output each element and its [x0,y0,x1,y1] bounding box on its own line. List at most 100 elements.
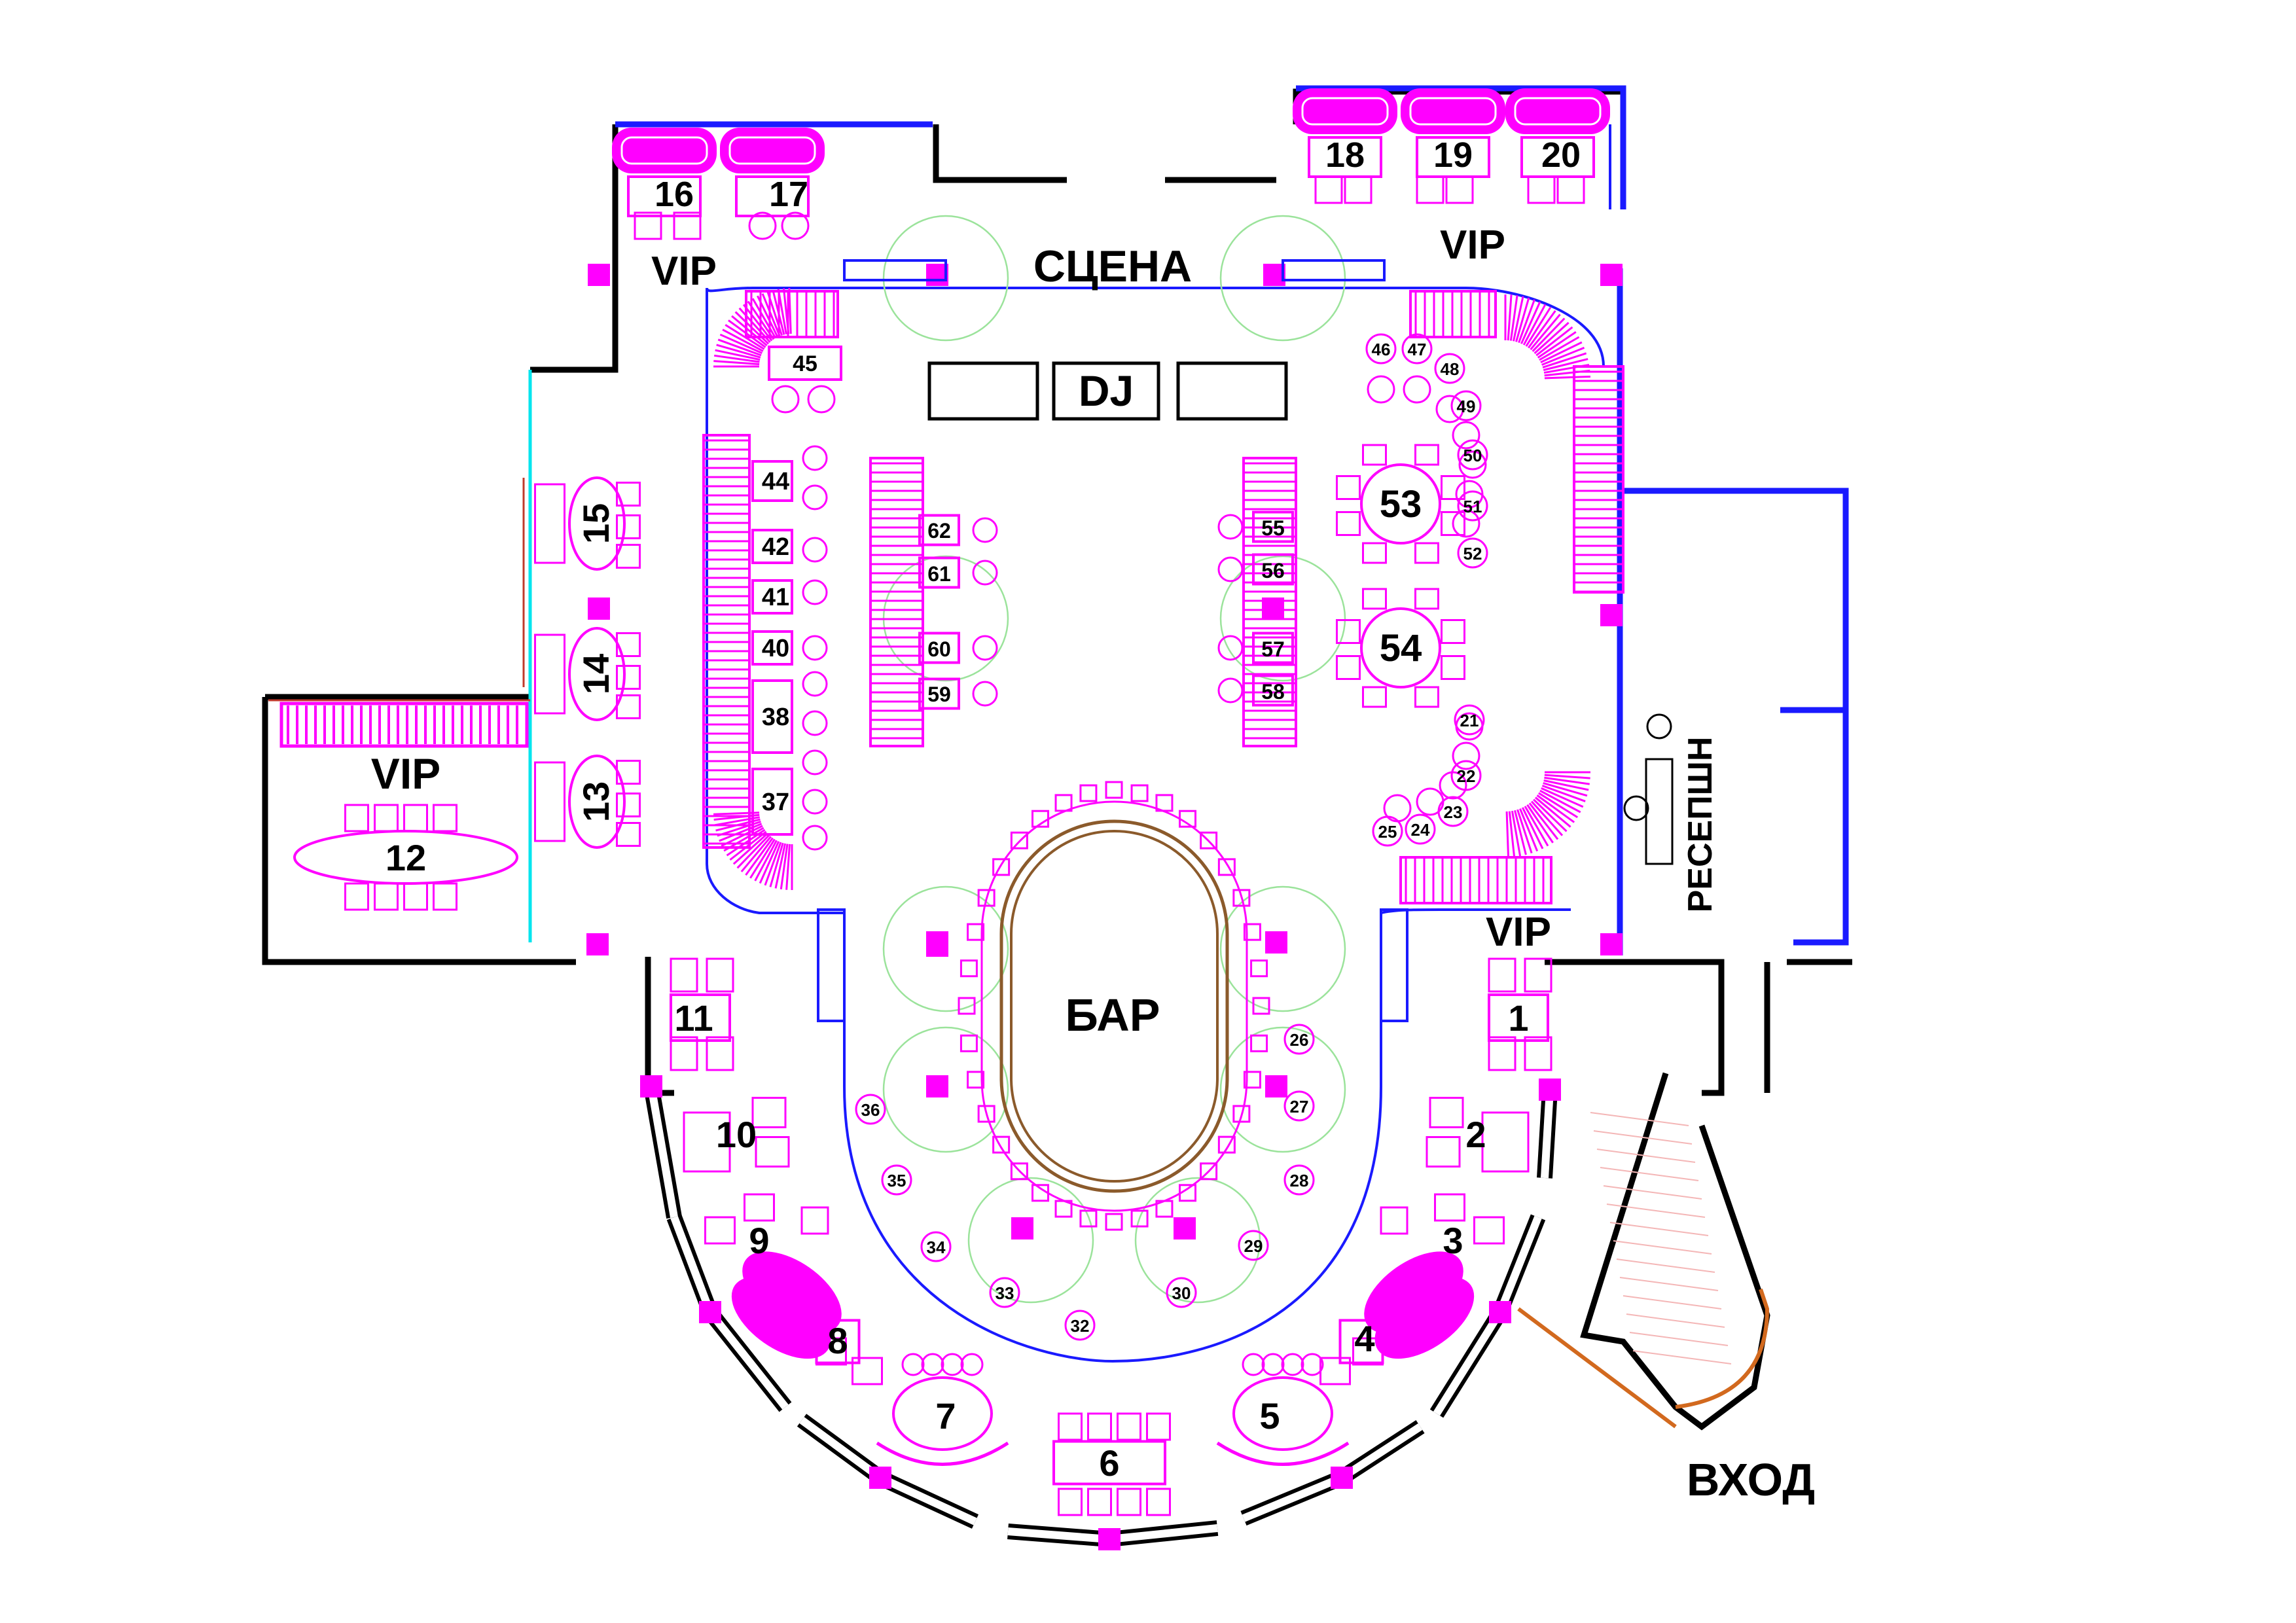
chair [1445,175,1474,204]
columns [586,264,1623,1550]
chair [1146,1412,1171,1441]
table-12-label: 12 [386,837,426,878]
arena-outline [706,287,1605,1363]
vip-label-top-right: VIP [1440,223,1505,268]
bar-stool-16 [967,1071,985,1089]
seat-34: 34 [920,1231,952,1262]
seat-36-label: 36 [861,1100,880,1120]
chair [1441,619,1465,644]
chair [1314,175,1343,204]
table-9-label: 9 [749,1220,769,1261]
seat-52: 52 [1457,537,1488,569]
bar-stool-11 [1054,1200,1073,1218]
table-19-label: 19 [1433,135,1473,175]
chair [403,804,428,832]
bar-stool-6 [1179,1184,1196,1202]
banquette-left [702,434,751,849]
chair [1441,511,1465,536]
column-6 [588,597,610,620]
chair [534,633,565,715]
seat-24-label: 24 [1411,820,1430,840]
table-6-shape [1052,1440,1166,1486]
chair [433,882,457,911]
stool [901,1353,925,1376]
stool [1300,1353,1324,1376]
column-3 [1600,264,1623,286]
stool [781,211,810,240]
table-left-4 [751,679,793,754]
chair [1524,1036,1552,1071]
chair [433,804,457,832]
column-10 [1539,1079,1561,1101]
vip-label-right: VIP [1486,910,1551,955]
bar-stool-0 [1252,997,1270,1015]
chair [1414,444,1439,466]
table-45-label: 45 [793,351,817,376]
chair [403,882,428,911]
column-0 [588,264,610,286]
chair [1481,1111,1530,1173]
column-22 [1600,933,1623,955]
chair [1058,1488,1083,1516]
banquette-bottom-right [1399,856,1552,904]
bar-stool-21 [977,889,996,907]
column-11 [926,931,948,954]
table-cr-2 [1252,632,1294,664]
table-5-label: 5 [1259,1395,1280,1436]
stool [802,749,828,776]
chair [534,761,565,842]
entrance-label: ВХОД [1687,1454,1815,1505]
chair [1336,475,1361,500]
chair [1380,1206,1408,1235]
bar-stool-14 [992,1135,1011,1154]
bar-stool-18 [958,997,976,1015]
seat-33: 33 [989,1277,1020,1308]
stool [748,211,777,240]
bar-stools [958,781,1270,1231]
table-55-label: 55 [1261,516,1285,540]
stool-r-3 [1452,421,1480,450]
seat-28-label: 28 [1290,1171,1309,1190]
seat-46-label: 46 [1372,340,1391,359]
table-41-label: 41 [762,584,789,611]
seat-50: 50 [1457,439,1488,471]
table-45 [768,346,842,381]
chair [1473,1216,1505,1245]
chair [344,804,369,832]
seat-33-label: 33 [996,1283,1014,1303]
chair [616,544,641,569]
bar-stool-1 [1250,1034,1268,1052]
chair [1416,175,1444,204]
chair [344,882,369,911]
reception-desk [1623,713,1674,865]
vip-sofa-2 [1293,88,1397,178]
chair [1336,511,1361,536]
bar-stool-5 [1200,1162,1218,1181]
banquette-top-left [745,290,839,338]
seat-34-label: 34 [927,1238,946,1257]
chair [1362,686,1387,708]
stool [972,560,998,586]
chair [1441,475,1465,500]
table-cl-1 [918,556,960,589]
table-17-label: 17 [769,175,808,214]
stool [972,635,998,661]
column-18 [1489,1301,1511,1323]
seat-51-label: 51 [1463,497,1482,516]
vip-label-top-left: VIP [651,249,717,294]
stool [802,579,828,605]
table-57-label: 57 [1261,637,1285,661]
chair [1336,655,1361,680]
seat-30-label: 30 [1172,1283,1191,1303]
table-2-label: 2 [1465,1114,1486,1155]
oval-table-1 [568,627,626,721]
chair [1488,1036,1516,1071]
table-4-shape [1338,1319,1384,1364]
zone-labels: СЦЕНА DJ БАР ВХОД РЕСЕПШН VIP VIP VIP VI… [371,223,1815,1505]
table-11-label: 11 [674,997,713,1039]
stool [802,789,828,815]
banquette-corner-tr [1504,294,1590,380]
table-53-label: 53 [1380,483,1422,526]
chair [616,793,641,817]
